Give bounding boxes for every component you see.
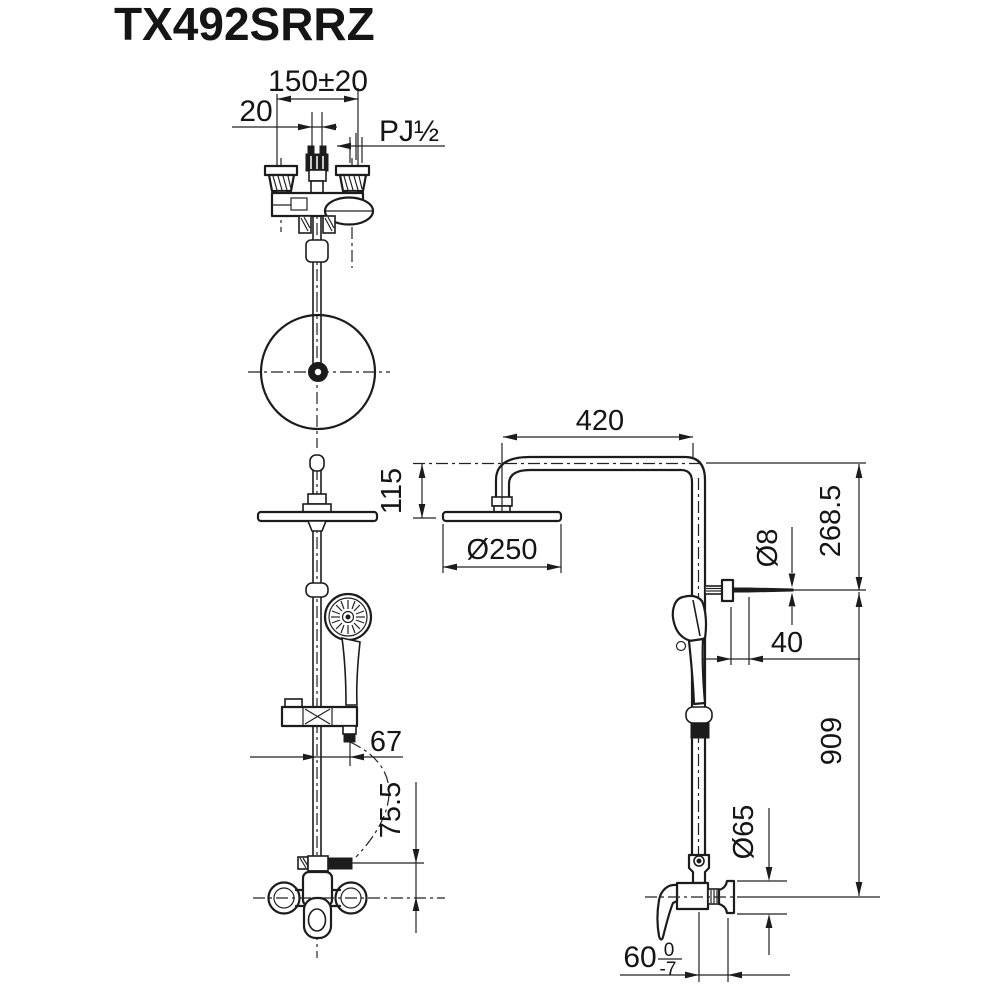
dim-75-5: 75.5 <box>375 782 420 933</box>
dimensions: 150±20 20 PJ½ 420 115 <box>232 65 880 982</box>
dim-40: 40 <box>703 597 860 665</box>
dim-o8: Ø8 <box>752 527 796 625</box>
dim-label-head: Ø250 <box>467 534 538 566</box>
dim-pj12: PJ½ <box>337 115 445 150</box>
dim-label-pin-length: 40 <box>771 627 803 659</box>
shower-hose <box>349 741 390 858</box>
hanging-loop <box>675 640 687 652</box>
pipe-cap <box>309 454 325 472</box>
hose-check-valve <box>327 857 353 870</box>
slide-ring-side <box>685 706 713 724</box>
hand-shower-front <box>323 592 373 706</box>
dim-label-height: 909 <box>816 717 848 765</box>
mixer-lever-side <box>656 883 679 941</box>
top-view-mixer <box>263 88 375 300</box>
dim-420: 420 <box>501 405 694 512</box>
hose-clamp <box>690 722 710 739</box>
dim-20: 20 <box>232 95 337 131</box>
dim-o65: Ø65 <box>728 805 787 955</box>
dim-label-thread: PJ½ <box>379 115 439 148</box>
top-view-overhead-shower <box>248 262 390 448</box>
dim-268-5: 268.5 <box>706 462 866 591</box>
overhead-shower-side <box>441 510 563 523</box>
mixer-side <box>645 853 737 941</box>
side-view-column <box>413 455 866 941</box>
hand-shower-handle-front <box>341 636 361 706</box>
dim-909: 909 <box>737 592 880 898</box>
dim-label-wall-tol-bottom: -7 <box>660 959 677 980</box>
front-view-column <box>253 454 445 958</box>
mixer-front <box>253 870 445 940</box>
wall-flange <box>717 879 736 915</box>
dim-label-hose-y: 75.5 <box>375 782 407 838</box>
dim-label-hose-x: 67 <box>370 726 402 758</box>
dim-115: 115 <box>376 464 436 519</box>
overhead-shower-edge <box>256 510 379 523</box>
dim-label-drop: 115 <box>376 468 408 514</box>
dim-label-upper: 268.5 <box>815 485 847 558</box>
dim-label-offset: 20 <box>239 95 272 128</box>
dim-label-flange: Ø65 <box>728 805 760 860</box>
dim-label-arm: 420 <box>576 405 624 437</box>
hand-shower-side <box>671 594 713 739</box>
product-code: TX492SRRZ <box>114 0 375 50</box>
dim-label-wall: 60 <box>623 941 656 974</box>
dim-label-pin-diameter: Ø8 <box>752 529 784 568</box>
holder-bracket <box>280 698 359 728</box>
slide-bar-pin <box>704 578 866 603</box>
dim-67: 67 <box>250 726 403 766</box>
dim-60: 60 0 -7 <box>620 912 790 982</box>
dim-label-wall-tol-top: 0 <box>664 940 675 961</box>
dim-250: Ø250 <box>442 524 562 573</box>
dim-label-span: 150±20 <box>268 65 368 98</box>
slide-ring <box>305 582 329 598</box>
dim-150-20: 150±20 <box>268 65 368 103</box>
